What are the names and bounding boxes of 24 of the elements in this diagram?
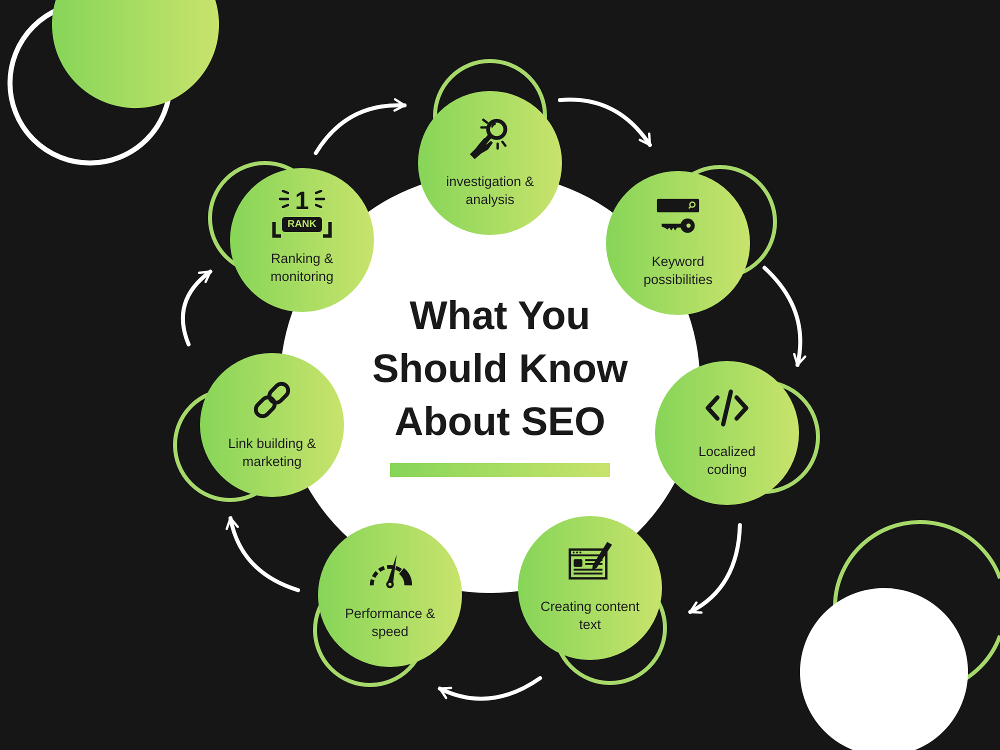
curved-arrow bbox=[180, 270, 212, 346]
curved-arrow bbox=[226, 516, 300, 592]
step-circle bbox=[173, 353, 344, 502]
step-label: investigation & analysis bbox=[445, 173, 535, 209]
step-label: Localized coding bbox=[697, 443, 757, 479]
rank-number: 1 bbox=[294, 188, 310, 214]
step-circle bbox=[518, 516, 667, 685]
diagram-title: What You Should Know About SEO bbox=[371, 293, 629, 446]
step-label: Creating content text bbox=[539, 598, 641, 634]
step-circle bbox=[655, 361, 820, 505]
curved-arrow bbox=[688, 523, 742, 614]
step-circle bbox=[313, 523, 462, 687]
curved-arrow bbox=[314, 98, 407, 156]
step-circle bbox=[208, 161, 374, 312]
step-label: Keyword possibilities bbox=[642, 253, 714, 289]
step-label: Performance & speed bbox=[344, 605, 436, 641]
step-label: Link building & marketing bbox=[227, 435, 317, 471]
step-circle bbox=[606, 165, 777, 315]
rank-plate: RANK bbox=[282, 217, 322, 232]
curved-arrow bbox=[558, 98, 652, 147]
curved-arrow bbox=[438, 676, 542, 701]
step-circle bbox=[418, 59, 562, 235]
step-label: Ranking & monitoring bbox=[269, 250, 335, 286]
curved-arrow bbox=[762, 266, 806, 367]
